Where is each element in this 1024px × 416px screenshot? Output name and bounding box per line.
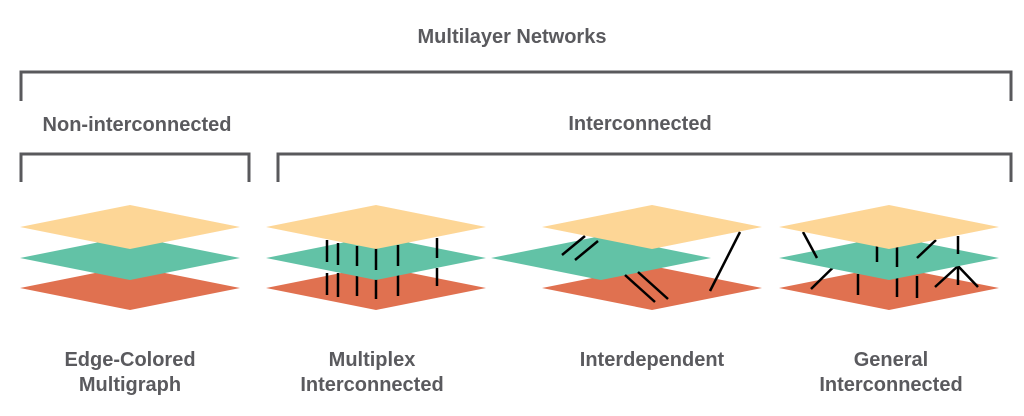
stack-interdependent [491, 205, 762, 310]
layer-top [779, 205, 999, 249]
layer-bottom [20, 266, 240, 310]
group-label-interconnected: Interconnected [568, 113, 712, 135]
layer-top [542, 205, 762, 249]
edges-interdependent [561, 231, 742, 303]
caption-line: General [853, 349, 929, 371]
layer-bottom [779, 266, 999, 310]
caption-line: Multigraph [78, 374, 182, 396]
caption-interdependent: Interdependent [552, 348, 752, 373]
edges-upper [325, 238, 439, 270]
layer-top [20, 205, 240, 249]
bracket-interconnected [276, 152, 1013, 182]
caption-line: Interdependent [579, 349, 725, 371]
bracket-multilayer [19, 70, 1013, 101]
layer-middle [20, 236, 240, 280]
caption-edge-colored-multigraph: Edge-Colored Multigraph [30, 348, 230, 398]
group-label-non-interconnected: Non-interconnected [42, 114, 232, 136]
caption-line: Interconnected [300, 374, 444, 396]
caption-line: Interconnected [819, 374, 963, 396]
stack-multiplex [266, 205, 486, 310]
layer-middle [779, 236, 999, 280]
caption-general-interconnected: General Interconnected [791, 348, 991, 398]
bracket-non-interconnected [19, 152, 251, 182]
caption-line: Edge-Colored [64, 349, 196, 371]
diagram-title: Multilayer Networks [417, 26, 607, 48]
caption-multiplex-interconnected: Multiplex Interconnected [272, 348, 472, 398]
caption-line: Multiplex [328, 349, 416, 371]
stack-general [779, 205, 999, 310]
layer-top [266, 205, 486, 249]
stack-edge-colored [20, 205, 240, 310]
edges-upper [801, 231, 960, 267]
